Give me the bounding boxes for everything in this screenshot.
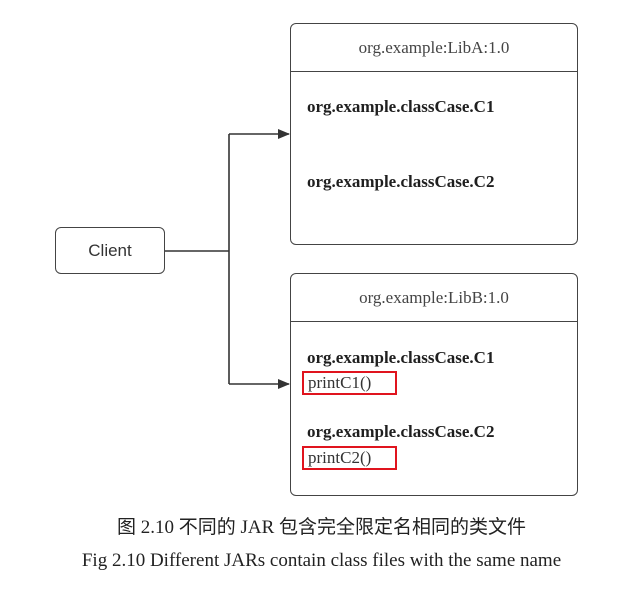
libb-method-printc1: printC1() (302, 371, 397, 395)
client-box: Client (55, 227, 165, 274)
liba-class-c1: org.example.classCase.C1 (307, 97, 495, 116)
libb-class-c1: org.example.classCase.C1 (307, 348, 495, 367)
liba-class-c2: org.example.classCase.C2 (307, 172, 495, 191)
client-label: Client (88, 240, 132, 260)
libb-method-printc2: printC2() (302, 446, 397, 470)
liba-header: org.example:LibA:1.0 (291, 24, 577, 72)
connector-layer (165, 129, 290, 389)
figure-caption-chinese: 图 2.10 不同的 JAR 包含完全限定名相同的类文件 (116, 517, 527, 538)
liba-box: org.example:LibA:1.0 org.example.classCa… (290, 23, 578, 245)
libb-header: org.example:LibB:1.0 (291, 274, 577, 322)
liba-name: org.example:LibA:1.0 (358, 37, 510, 57)
libb-class-c2: org.example.classCase.C2 (307, 422, 495, 441)
dependency-diagram: Client org.example:LibA:1.0 org.example.… (55, 23, 578, 496)
figure-caption-english: Fig 2.10 Different JARs contain class fi… (81, 550, 562, 571)
libb-name: org.example:LibB:1.0 (359, 287, 509, 307)
libb-box: org.example:LibB:1.0 org.example.classCa… (290, 273, 578, 496)
